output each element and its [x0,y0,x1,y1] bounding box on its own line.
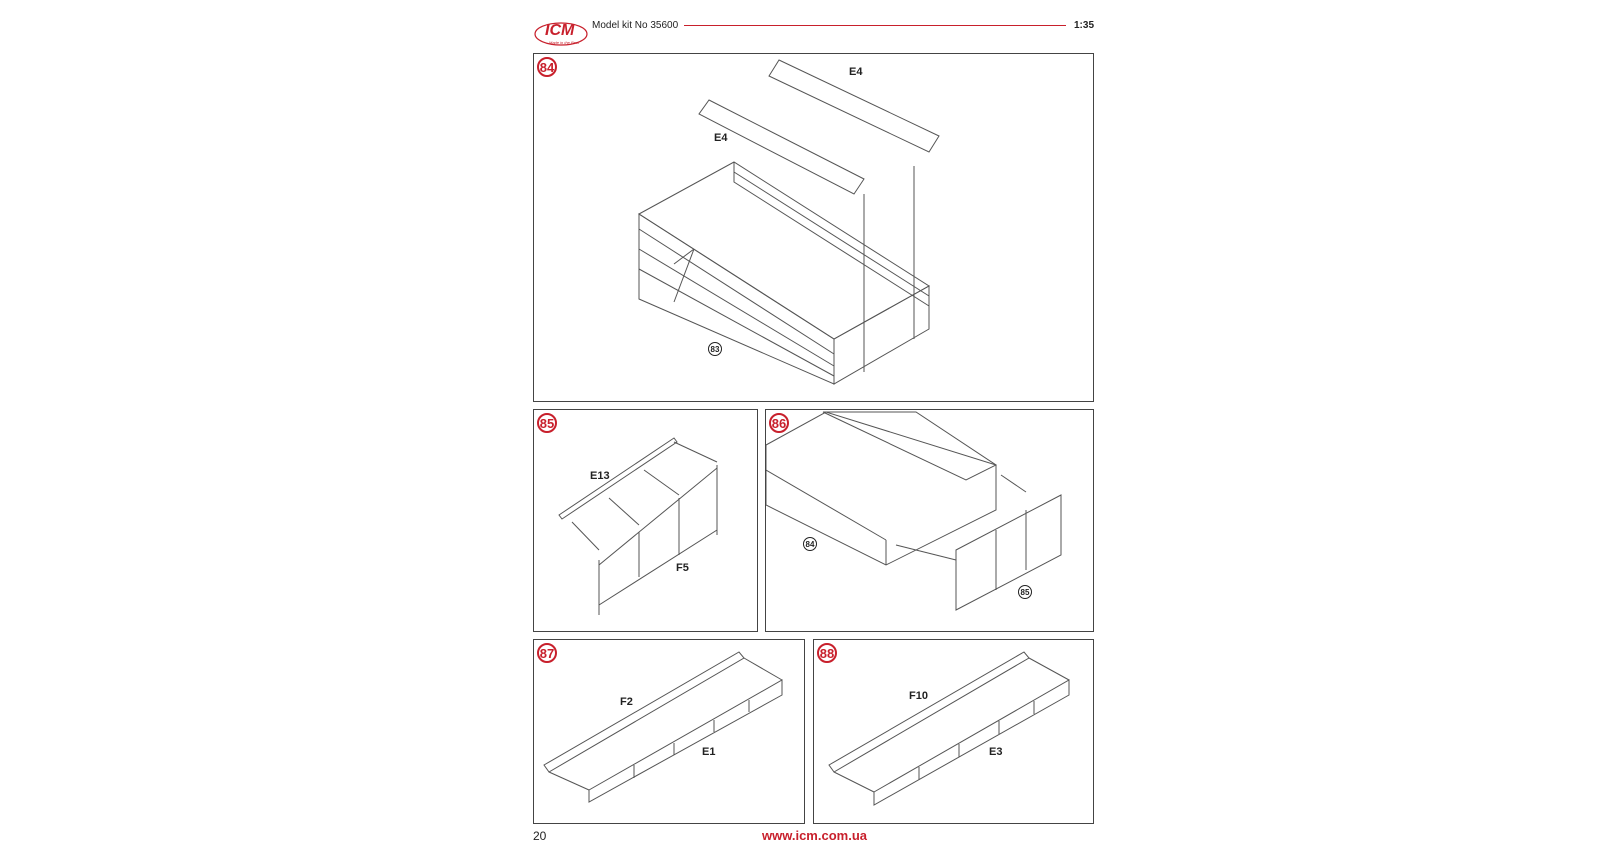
part-label: F10 [909,690,928,702]
part-label: E3 [989,746,1003,758]
step-reference: 85 [1018,585,1032,599]
side-rail-illustration [828,651,1070,806]
kit-title: Model kit No 35600 [592,20,679,31]
step-reference: 83 [708,342,722,356]
step-number: 88 [817,643,837,663]
step-86-panel: 86 84 85 [765,409,1094,632]
step-reference: 84 [803,537,817,551]
step-number: 86 [769,413,789,433]
logo-tagline: Made in the Best [549,40,580,45]
part-label: E4 [714,132,728,144]
step-number: 84 [537,57,557,77]
step-number: 85 [537,413,557,433]
part-label: F2 [620,696,633,708]
step-number: 87 [537,643,557,663]
side-rail-illustration [543,651,783,803]
header-rule [684,25,1066,26]
part-label: E1 [702,746,716,758]
step-85-panel: 85 E13 F5 [533,409,758,632]
part-label: E4 [849,66,863,78]
icm-logo: ICM Made in the Best [533,18,589,48]
scale-label: 1:35 [1074,20,1095,31]
logo-swoosh-icon [534,22,588,46]
truck-bed-illustration [638,59,940,385]
step-87-panel: 87 F2 E1 [533,639,805,824]
page-number: 20 [533,829,547,843]
truck-bed-gate-illustration [766,411,1062,611]
step-84-panel: 84 E4 E4 83 [533,53,1094,402]
part-label: F5 [676,562,689,574]
part-label: E13 [590,470,610,482]
step-88-panel: 88 F10 E3 [813,639,1094,824]
logo-text: ICM [545,22,575,39]
gate-assembly-illustration [558,437,718,615]
website-link[interactable]: www.icm.com.ua [762,828,867,843]
